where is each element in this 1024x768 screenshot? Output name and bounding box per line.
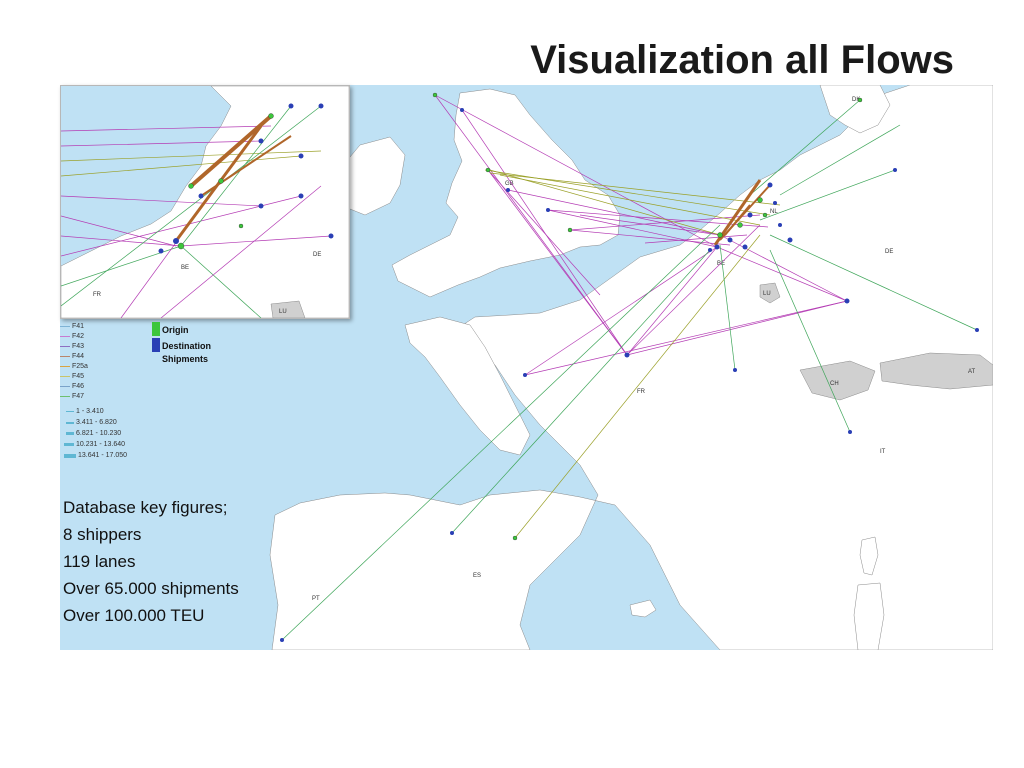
land-brittany: [404, 316, 531, 456]
legend-flow-item: F43: [60, 342, 84, 351]
inset-label-lu: LU: [279, 309, 287, 315]
legend-range-item: 13.641 - 17.050: [64, 451, 127, 460]
legend-origin-swatch: [152, 322, 160, 336]
page-title: Visualization all Flows: [530, 38, 954, 82]
land-austria: [879, 352, 993, 390]
legend-flow-item: F45: [60, 372, 84, 381]
inset-label-be: BE: [181, 265, 189, 271]
key-figure-shipments: Over 65.000 shipments: [63, 579, 239, 598]
legend-range-item: 6.821 - 10.230: [66, 429, 121, 438]
label-gb: GB: [505, 181, 514, 187]
label-lu: LU: [763, 291, 771, 297]
legend-range-item: 3.411 - 6.820: [66, 418, 117, 427]
label-it: IT: [880, 449, 886, 455]
land-luxembourg: [759, 282, 781, 304]
inset-label-de: DE: [313, 252, 321, 258]
label-es: ES: [473, 573, 481, 579]
land-continent: [269, 85, 993, 650]
legend-flow-item: F41: [60, 322, 84, 331]
map-legend: F41 F42 F43 F44 F25a F45 F46 F47 1 - 3.4…: [60, 322, 260, 472]
label-nl: NL: [770, 209, 778, 215]
legend-shipments-label: Shipments: [162, 354, 209, 364]
land-sardinia: [853, 582, 885, 650]
key-figure-shippers: 8 shippers: [63, 525, 142, 544]
land-great-britain: [391, 88, 621, 298]
legend-flow-item: F42: [60, 332, 84, 341]
legend-flow-item: F46: [60, 382, 84, 391]
legend-destination-swatch: [152, 338, 160, 352]
land-corsica: [859, 536, 879, 576]
legend-range-item: 1 - 3.410: [66, 407, 104, 416]
key-figure-lanes: 119 lanes: [63, 552, 136, 571]
legend-flow-item: F47: [60, 392, 84, 401]
inset-luxembourg: [270, 300, 306, 318]
legend-flow-item: F25a: [60, 362, 88, 371]
label-dk: DK: [852, 97, 860, 103]
key-figure-teu: Over 100.000 TEU: [63, 606, 205, 625]
label-pt: PT: [312, 596, 320, 602]
legend-range-item: 10.231 - 13.640: [64, 440, 125, 449]
flow-nodes: [280, 92, 979, 642]
inset-label-fr: FR: [93, 292, 102, 298]
inset-nodes: [158, 103, 334, 254]
land-switzerland: [799, 360, 876, 401]
key-figures-heading: Database key figures;: [63, 498, 228, 517]
main-flow-map[interactable]: GB NL BE DE LU FR CH AT IT ES PT DK: [60, 85, 993, 650]
legend-flow-item: F44: [60, 352, 84, 361]
label-ch: CH: [830, 381, 839, 387]
label-fr: FR: [637, 389, 646, 395]
label-be: BE: [717, 261, 725, 267]
key-figures: Database key figures; 8 shippers 119 lan…: [63, 494, 239, 629]
land-balearics: [629, 599, 657, 618]
legend-origin-label: Origin: [162, 325, 189, 335]
label-de: DE: [885, 249, 893, 255]
inset-map-benelux[interactable]: BE DE FR LU: [60, 85, 350, 319]
land-denmark: [819, 85, 891, 134]
label-at: AT: [968, 369, 976, 375]
legend-destination-label: Destination: [162, 341, 212, 351]
